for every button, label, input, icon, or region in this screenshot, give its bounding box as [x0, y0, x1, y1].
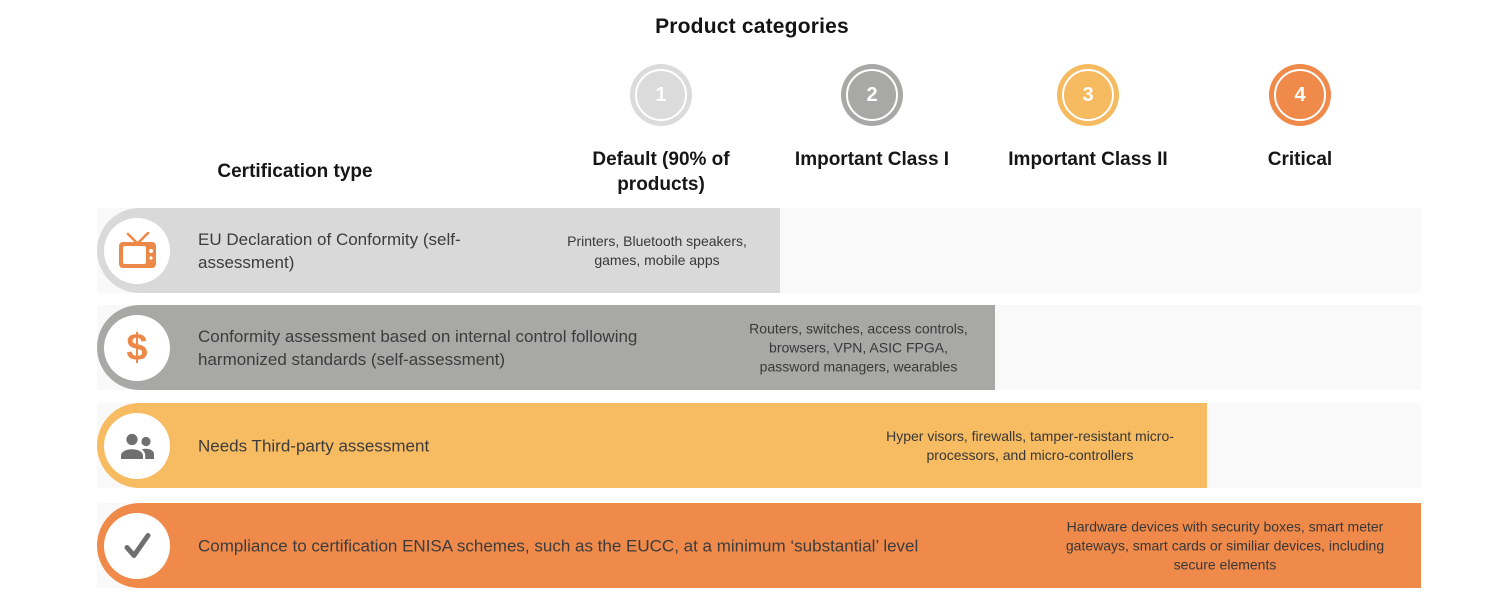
column-header-critical: Critical — [1267, 149, 1333, 170]
category-number: 1 — [655, 83, 667, 106]
column-header-important-class-2: Important Class II — [1008, 149, 1168, 170]
certification-label: Compliance to certification ENISA scheme… — [198, 536, 919, 555]
products-text: Routers, switches, access controls, brow… — [749, 320, 968, 374]
check-icon — [124, 532, 151, 558]
certification-type-header: Certification type — [217, 161, 373, 182]
icon-circle — [104, 512, 170, 579]
row-pill: Needs Third-party assessment — [97, 403, 1207, 488]
category-badge-4: 4 — [1269, 64, 1331, 126]
category-badge-2: 2 — [841, 64, 903, 126]
row-pill: Compliance to certification ENISA scheme… — [97, 503, 1421, 588]
icon-circle — [104, 217, 170, 284]
diagram-title: Product categories — [655, 15, 849, 38]
certification-label: Needs Third-party assessment — [198, 436, 430, 455]
table-row: Compliance to certification ENISA scheme… — [97, 503, 1421, 588]
table-row: Needs Third-party assessment Hyper visor… — [97, 403, 1421, 488]
table-row: EU Declaration of Conformity (self-asses… — [97, 208, 1421, 293]
icon-circle: $ — [104, 314, 170, 381]
category-number: 3 — [1082, 83, 1094, 106]
products-text: Printers, Bluetooth speakers, games, mob… — [567, 232, 747, 268]
table-row: $ Conformity assessment based on interna… — [97, 305, 1421, 390]
category-badge-3: 3 — [1057, 64, 1119, 126]
tv-icon — [119, 231, 156, 268]
people-icon — [121, 433, 154, 459]
category-badge-1: 1 — [630, 64, 692, 126]
certification-label: Conformity assessment based on internal … — [198, 326, 638, 369]
products-text: Hyper visors, firewalls, tamper-resistan… — [886, 427, 1174, 463]
row-pill: EU Declaration of Conformity (self-asses… — [97, 208, 780, 293]
column-header-default: Default (90% of products) — [592, 149, 730, 195]
certification-label: EU Declaration of Conformity (self-asses… — [198, 229, 461, 272]
category-number: 4 — [1294, 83, 1306, 106]
category-number: 2 — [866, 83, 878, 106]
products-text: Hardware devices with security boxes, sm… — [1065, 518, 1385, 572]
icon-circle — [104, 412, 170, 479]
row-pill: $ Conformity assessment based on interna… — [97, 305, 995, 390]
dollar-icon: $ — [126, 326, 148, 369]
column-header-important-class-1: Important Class I — [794, 149, 950, 170]
